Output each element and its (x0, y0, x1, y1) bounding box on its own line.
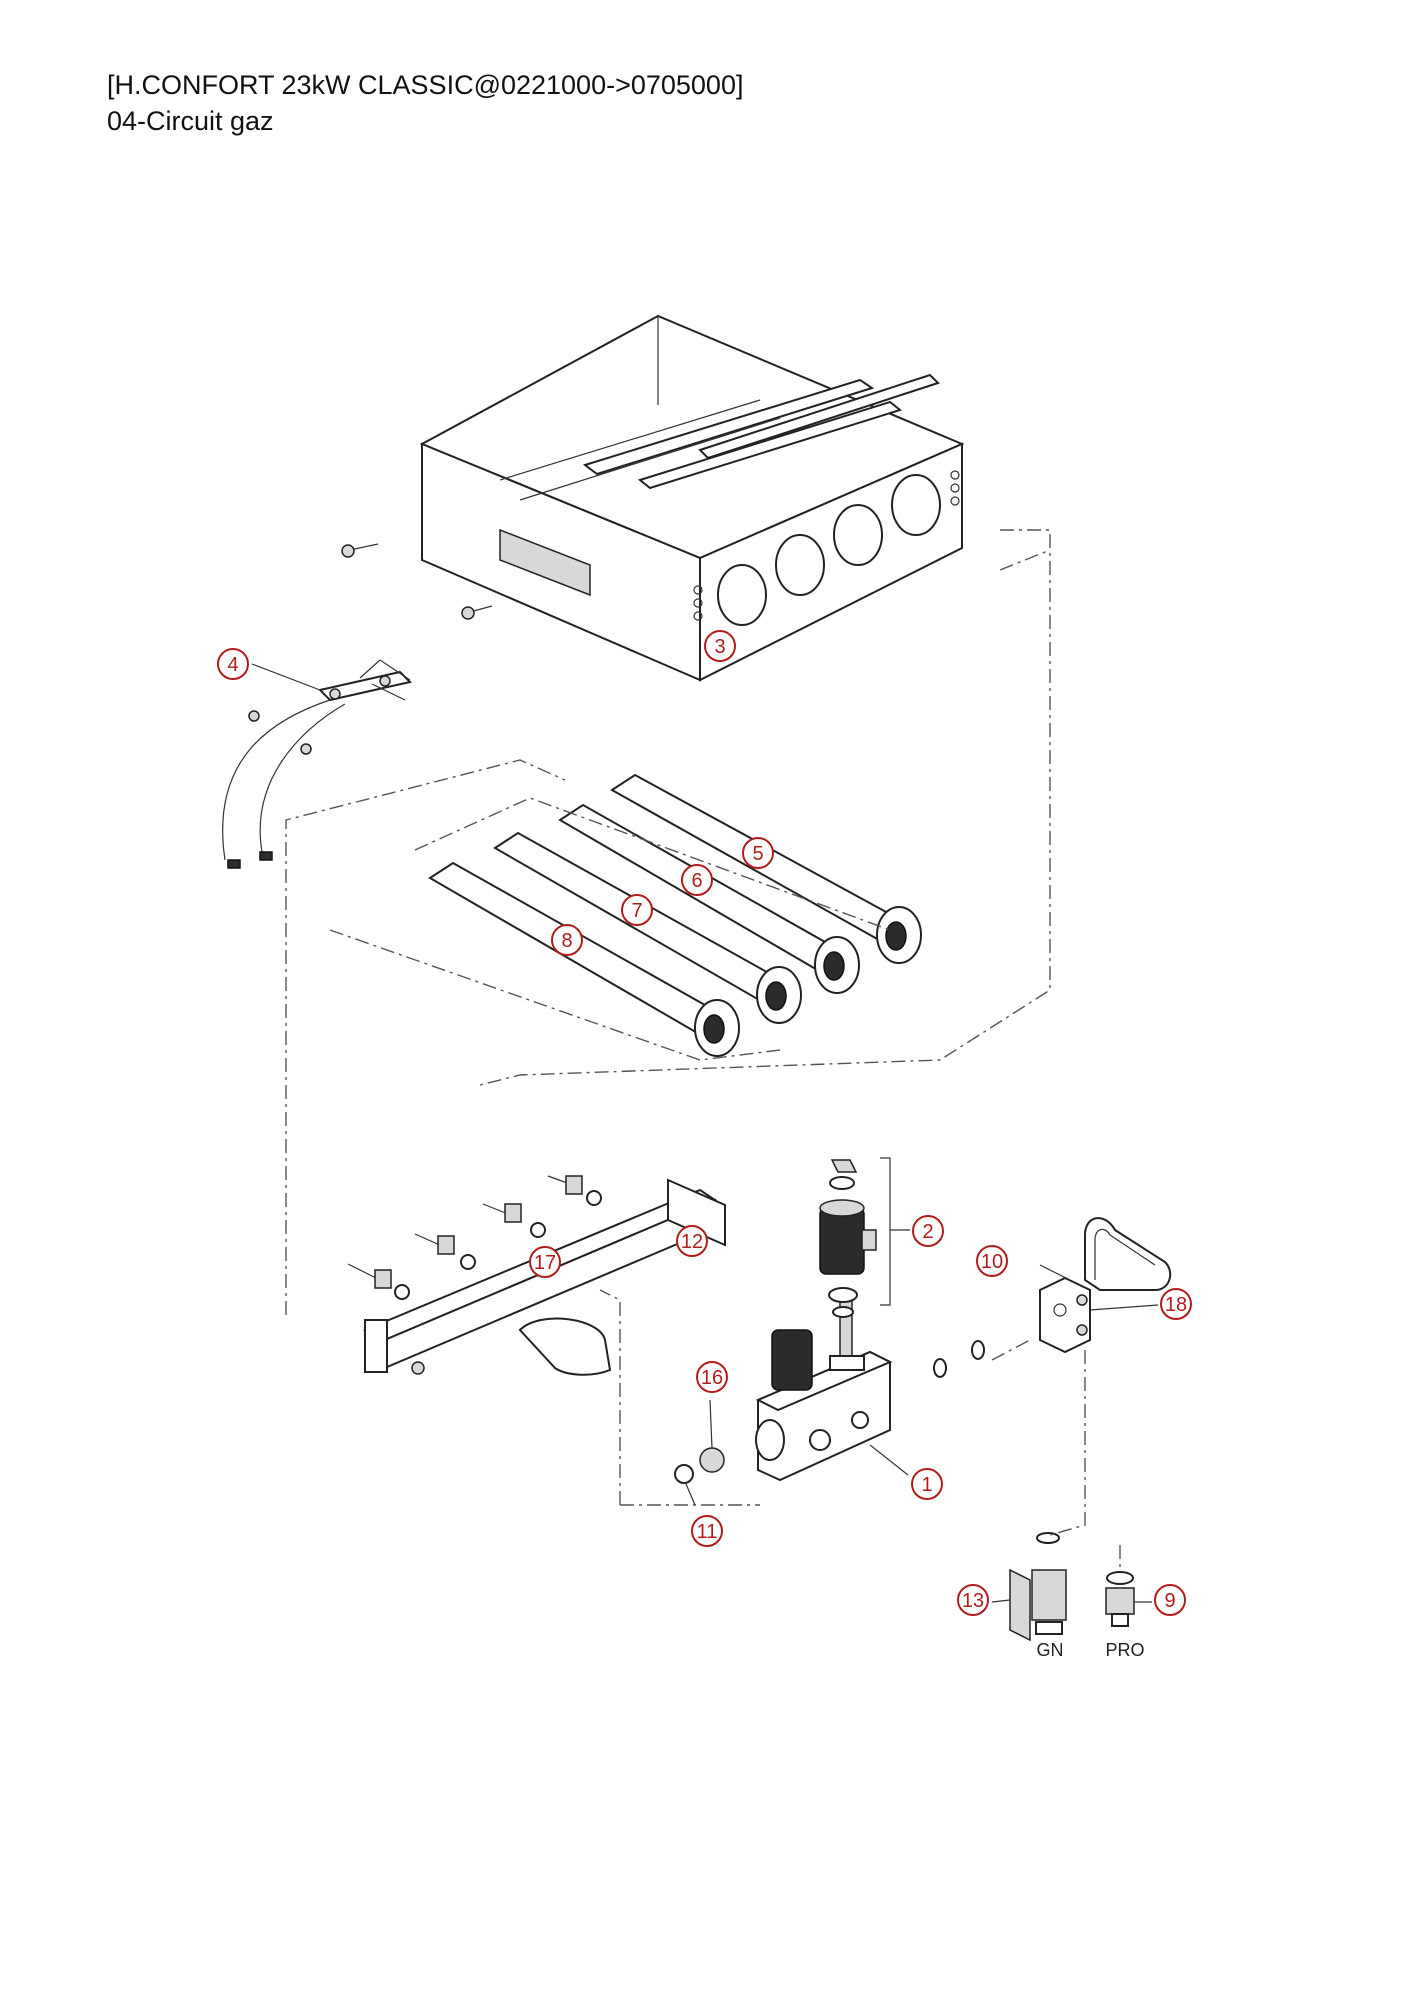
section-subtitle: 04-Circuit gaz (107, 106, 274, 136)
svg-text:1: 1 (921, 1474, 932, 1496)
burner-tubes (428, 773, 922, 1057)
ignition-electrode (222, 659, 412, 869)
variant-label-pro: PRO (1105, 1640, 1144, 1660)
pro-fitting (1105, 1571, 1135, 1627)
callout-17: 17 (529, 1246, 561, 1278)
svg-text:18: 18 (1165, 1294, 1187, 1316)
injectors (347, 1175, 602, 1300)
assembly-lines (285, 529, 1121, 1568)
callout-2: 2 (912, 1215, 944, 1247)
callout-11: 11 (691, 1515, 723, 1547)
callout-13: 13 (957, 1584, 989, 1616)
svg-text:3: 3 (714, 636, 725, 658)
callout-16: 16 (696, 1361, 728, 1393)
svg-text:2: 2 (922, 1221, 933, 1243)
callout-12: 12 (676, 1225, 708, 1257)
callout-1: 1 (911, 1468, 943, 1500)
svg-text:8: 8 (561, 930, 572, 952)
leader-lines (251, 663, 1159, 1603)
page-title: [H.CONFORT 23kW CLASSIC@0221000->0705000… (107, 70, 744, 100)
svg-text:5: 5 (752, 843, 763, 865)
callout-5: 5 (742, 837, 774, 869)
variant-label-gn: GN (1037, 1640, 1064, 1660)
callout-8: 8 (551, 924, 583, 956)
callout-18: 18 (1160, 1288, 1192, 1320)
svg-text:4: 4 (227, 654, 238, 676)
svg-text:17: 17 (534, 1252, 556, 1274)
callout-6: 6 (681, 864, 713, 896)
callout-7: 7 (621, 894, 653, 926)
callout-10: 10 (976, 1245, 1008, 1277)
combustion-chamber (341, 314, 965, 682)
gas-tap (1009, 1532, 1067, 1642)
svg-text:13: 13 (962, 1590, 984, 1612)
callout-9: 9 (1154, 1584, 1186, 1616)
svg-text:12: 12 (681, 1231, 703, 1253)
svg-text:16: 16 (701, 1367, 723, 1389)
gas-valve (755, 1299, 893, 1482)
svg-text:7: 7 (631, 900, 642, 922)
svg-text:11: 11 (697, 1521, 718, 1543)
svg-text:10: 10 (981, 1251, 1003, 1273)
callout-3: 3 (704, 630, 736, 662)
valve-coil (819, 1157, 891, 1318)
svg-text:9: 9 (1164, 1590, 1175, 1612)
gas-inlet-pipe (1039, 1217, 1172, 1354)
callout-4: 4 (217, 648, 249, 680)
svg-text:6: 6 (691, 870, 702, 892)
